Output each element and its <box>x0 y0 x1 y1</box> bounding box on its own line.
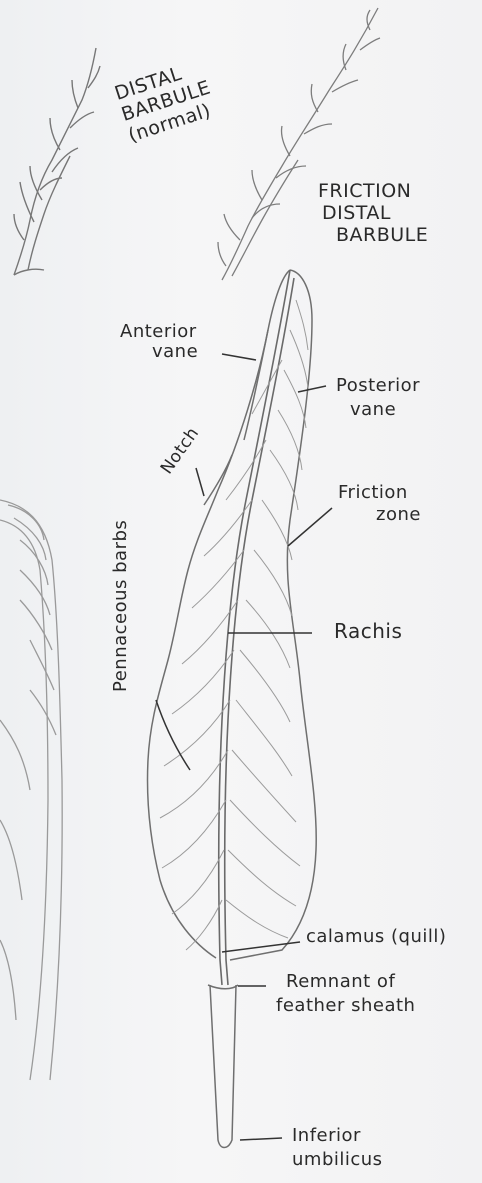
posterior-vane-label-line-2: vane <box>350 398 420 422</box>
distal-barbule-sketch <box>14 48 100 275</box>
friction-distal-barbule-label-line-3: BARBULE <box>336 224 428 246</box>
posterior-vane-label-line-1: Posterior <box>336 374 420 398</box>
sheath-remnant-label-line-2: feather sheath <box>276 994 415 1018</box>
rachis-label-text: Rachis <box>334 620 402 642</box>
calamus-label-text: calamus (quill) <box>306 926 446 948</box>
label-leader-lines <box>156 354 332 1140</box>
posterior-vane-label: Posterior vane <box>336 374 420 422</box>
sheath-remnant-label: Remnant of feather sheath <box>276 970 415 1018</box>
calamus-label: calamus (quill) <box>306 926 446 948</box>
pennaceous-barbs-label-text: Pennaceous barbs <box>110 520 132 692</box>
rachis-label: Rachis <box>334 620 402 642</box>
friction-distal-barbule-label: FRICTION DISTAL BARBULE <box>318 180 428 246</box>
inferior-umbilicus-label-line-1: Inferior <box>292 1124 383 1148</box>
pennaceous-barbs-label: Pennaceous barbs <box>110 520 132 692</box>
anterior-vane-label-line-1: Anterior <box>120 322 198 342</box>
anterior-vane-label: Anterior vane <box>120 322 198 362</box>
anterior-vane-label-line-2: vane <box>152 342 198 362</box>
friction-zone-label-line-2: zone <box>376 504 421 526</box>
inferior-umbilicus-label-line-2: umbilicus <box>292 1148 383 1172</box>
inferior-umbilicus-label: Inferior umbilicus <box>292 1124 383 1172</box>
friction-zone-label-line-1: Friction <box>338 482 421 504</box>
sheath-remnant-label-line-1: Remnant of <box>286 970 415 994</box>
partial-feather-sketch-left <box>0 500 62 1080</box>
friction-zone-label: Friction zone <box>338 482 421 526</box>
friction-distal-barbule-label-line-1: FRICTION <box>318 180 428 202</box>
friction-distal-barbule-label-line-2: DISTAL <box>322 202 428 224</box>
